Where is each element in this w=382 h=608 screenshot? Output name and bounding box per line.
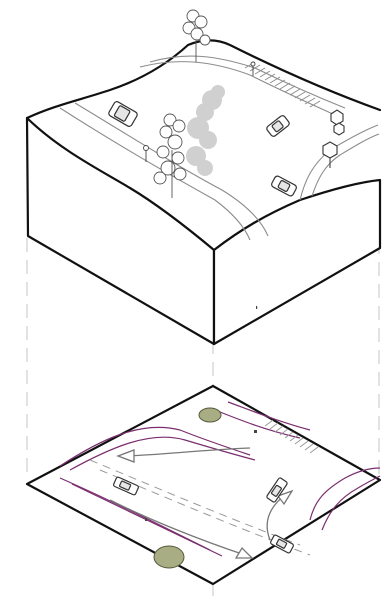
upper-terrain-block: [27, 10, 380, 344]
car-icon: [266, 114, 291, 137]
car-icon: [271, 175, 298, 197]
planter-icon: [323, 142, 337, 158]
planter-icon: [334, 123, 344, 135]
tree-icon: [199, 131, 217, 149]
front-face-marks: [256, 306, 257, 309]
lower-plan: [27, 386, 380, 584]
planter-icon: [199, 408, 221, 422]
person-icon: [251, 62, 255, 76]
planter-icon: [154, 546, 184, 568]
planter-icon: [331, 110, 343, 125]
tree-icon: [183, 10, 210, 62]
tree-icon: [197, 160, 213, 176]
block-front-right-face: [214, 180, 380, 344]
tree-icon: [211, 85, 225, 99]
